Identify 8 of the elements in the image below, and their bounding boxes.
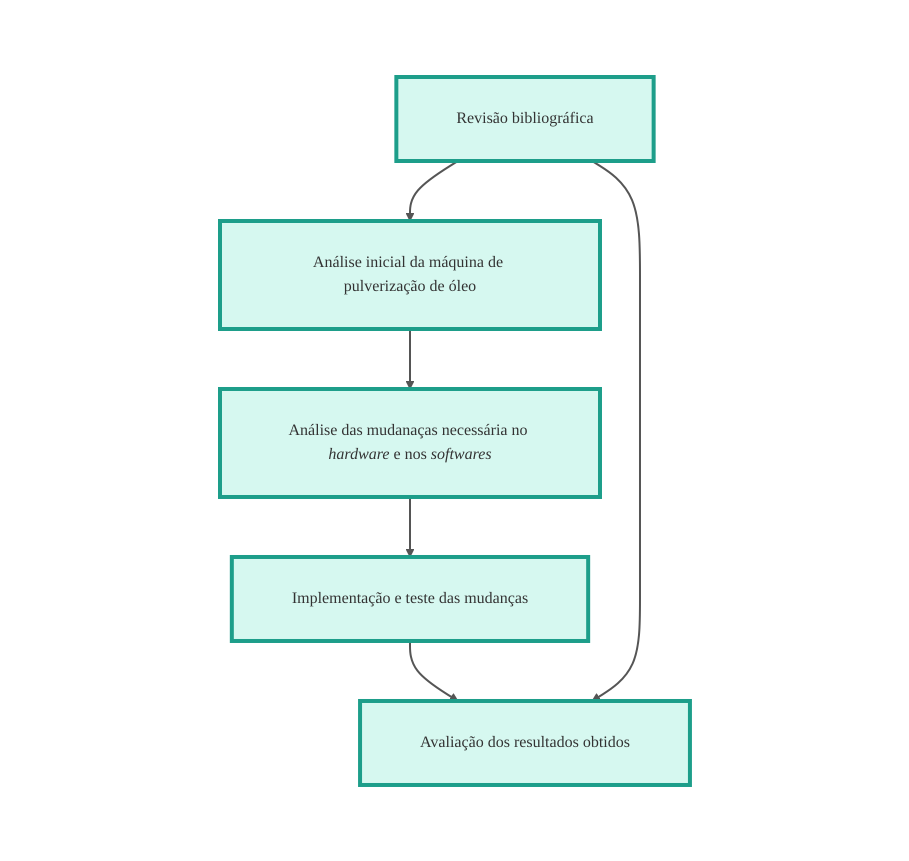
node-box: Análise das mudanaças necessária no hardware e nos softwares <box>218 386 602 498</box>
node-box: Análise inicial da máquina de pulverização de óleo <box>218 218 602 330</box>
arrow <box>408 640 458 701</box>
arrow <box>405 496 414 557</box>
node-box: Revisão bibliográfica <box>394 74 656 162</box>
node-box: Avaliação dos resultados obtidos <box>358 698 692 786</box>
node-box: Implementação e teste das mudanças <box>229 554 590 642</box>
arrow <box>405 328 414 389</box>
